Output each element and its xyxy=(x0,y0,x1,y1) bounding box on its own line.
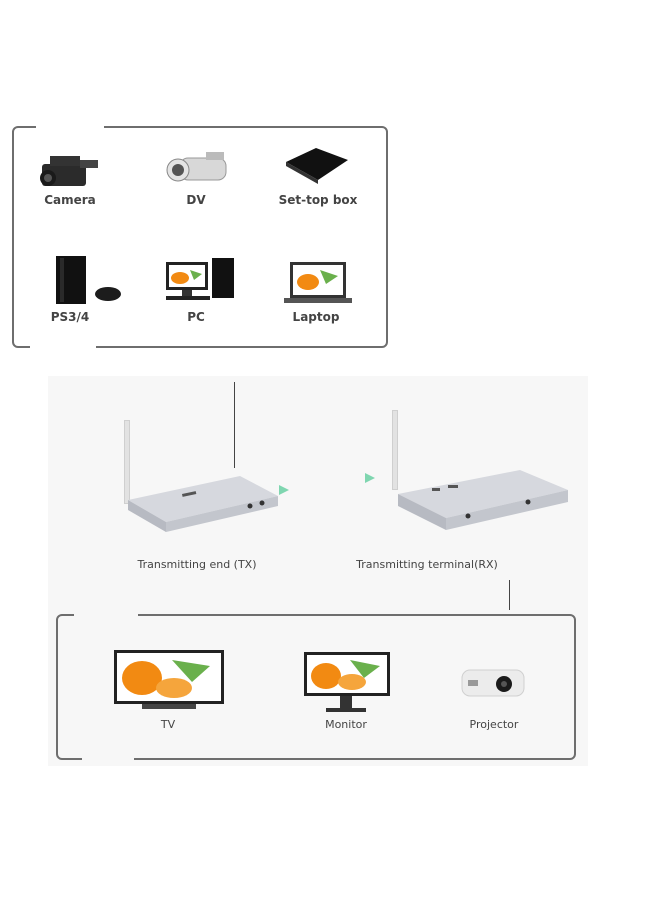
signal-out-icon xyxy=(279,485,289,495)
camcorder-icon xyxy=(166,152,227,182)
output-label-monitor: Monitor xyxy=(325,718,367,731)
rx-device-icon xyxy=(398,470,568,530)
box-gap-top xyxy=(36,122,104,130)
box-gap-top-output xyxy=(74,610,138,618)
output-label-tv: TV xyxy=(160,718,176,731)
video-camera-icon xyxy=(40,156,98,186)
laptop-icon xyxy=(284,262,352,303)
rx-label: Transmitting terminal(RX) xyxy=(356,558,498,571)
source-label-camera: Camera xyxy=(44,193,96,207)
box-gap-bottom xyxy=(30,344,96,352)
tx-label: Transmitting end (TX) xyxy=(137,558,257,571)
set-top-box-icon xyxy=(286,148,348,184)
source-devices-box xyxy=(12,126,388,348)
tx-device-icon xyxy=(128,476,278,532)
source-label-pc: PC xyxy=(187,310,205,324)
source-label-dv: DV xyxy=(186,193,206,207)
game-console-icon xyxy=(56,256,121,304)
tx-antenna xyxy=(124,420,130,504)
source-label-laptop: Laptop xyxy=(292,310,340,324)
connector-line-rx xyxy=(509,580,510,610)
monitor-icon xyxy=(304,652,390,712)
source-label-set-top-box: Set-top box xyxy=(278,193,358,207)
rx-antenna xyxy=(392,410,398,490)
desktop-pc-icon xyxy=(166,258,234,300)
box-gap-bottom-output xyxy=(82,756,134,764)
output-devices-box xyxy=(56,614,576,760)
output-label-projector: Projector xyxy=(469,718,519,731)
source-label-ps34: PS3/4 xyxy=(50,310,90,324)
tv-icon xyxy=(114,650,224,709)
connector-line-tx xyxy=(234,382,235,468)
projector-icon xyxy=(461,669,525,697)
signal-in-icon xyxy=(365,473,375,483)
